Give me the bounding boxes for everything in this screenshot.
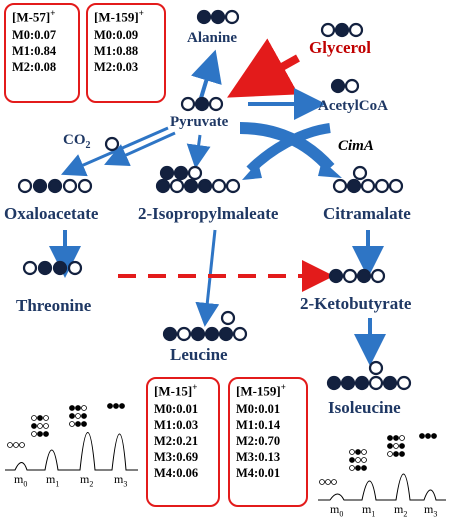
pathway-arrows	[49, 38, 386, 366]
axis-label-m3-right: m3	[424, 502, 438, 518]
isotopomer-box-leucine-m159: [M-159]+ M0:0.01 M1:0.14 M2:0.70 M3:0.13…	[228, 377, 308, 507]
spectrum-left	[5, 403, 138, 471]
isotopomer-glyphs-right	[319, 433, 437, 485]
isotopomer-glyphs-left	[7, 403, 125, 448]
arrow-isopropylmaleate-leucine	[195, 229, 220, 327]
arrow-glycerol-pyruvate	[227, 38, 300, 98]
axis-label-m0-right: m0	[330, 502, 344, 518]
axis-label-m1-right: m1	[362, 502, 376, 518]
isotopomer-box-leucine-m15: [M-15]+ M0:0.01 M1:0.03 M2:0.21 M3:0.69 …	[146, 377, 220, 507]
isotopomer-box-alanine-m57: [M-57]+ M0:0.07 M1:0.84 M2:0.08	[4, 3, 80, 103]
label-pyruvate: Pyruvate	[170, 114, 229, 130]
label-alanine: Alanine	[187, 30, 238, 46]
arrow-pyruvate-isopropylmaleate	[186, 134, 211, 169]
spectrum-right	[318, 433, 446, 501]
carbon-circles	[17, 9, 412, 391]
axis-label-m2-left: m2	[80, 472, 94, 489]
arrow-pyruvate-oxaloacetate	[61, 126, 169, 177]
label-acetylcoa: AcetylCoA	[318, 98, 388, 114]
label-citramalate: Citramalate	[323, 204, 411, 223]
axis-label-m3-left: m3	[114, 472, 128, 489]
isotopomer-box-alanine-m159: [M-159]+ M0:0.09 M1:0.88 M2:0.03	[86, 3, 166, 103]
label-oxaloacetate: Oxaloacetate	[4, 204, 99, 223]
label-ketobutyrate: 2-Ketobutyrate	[300, 294, 412, 313]
label-co2: CO2	[63, 132, 91, 151]
label-cima: CimA	[338, 138, 374, 154]
arrow-pyruvate-co2	[104, 131, 176, 167]
label-glycerol: Glycerol	[309, 38, 371, 57]
label-leucine: Leucine	[170, 345, 228, 364]
label-threonine: Threonine	[16, 296, 92, 315]
axis-label-m2-right: m2	[394, 502, 408, 518]
label-isopropylmaleate: 2-Isopropylmaleate	[138, 204, 279, 223]
label-isoleucine: Isoleucine	[328, 398, 401, 417]
axis-label-m0-left: m0	[14, 472, 28, 489]
axis-label-m1-left: m1	[46, 472, 60, 489]
